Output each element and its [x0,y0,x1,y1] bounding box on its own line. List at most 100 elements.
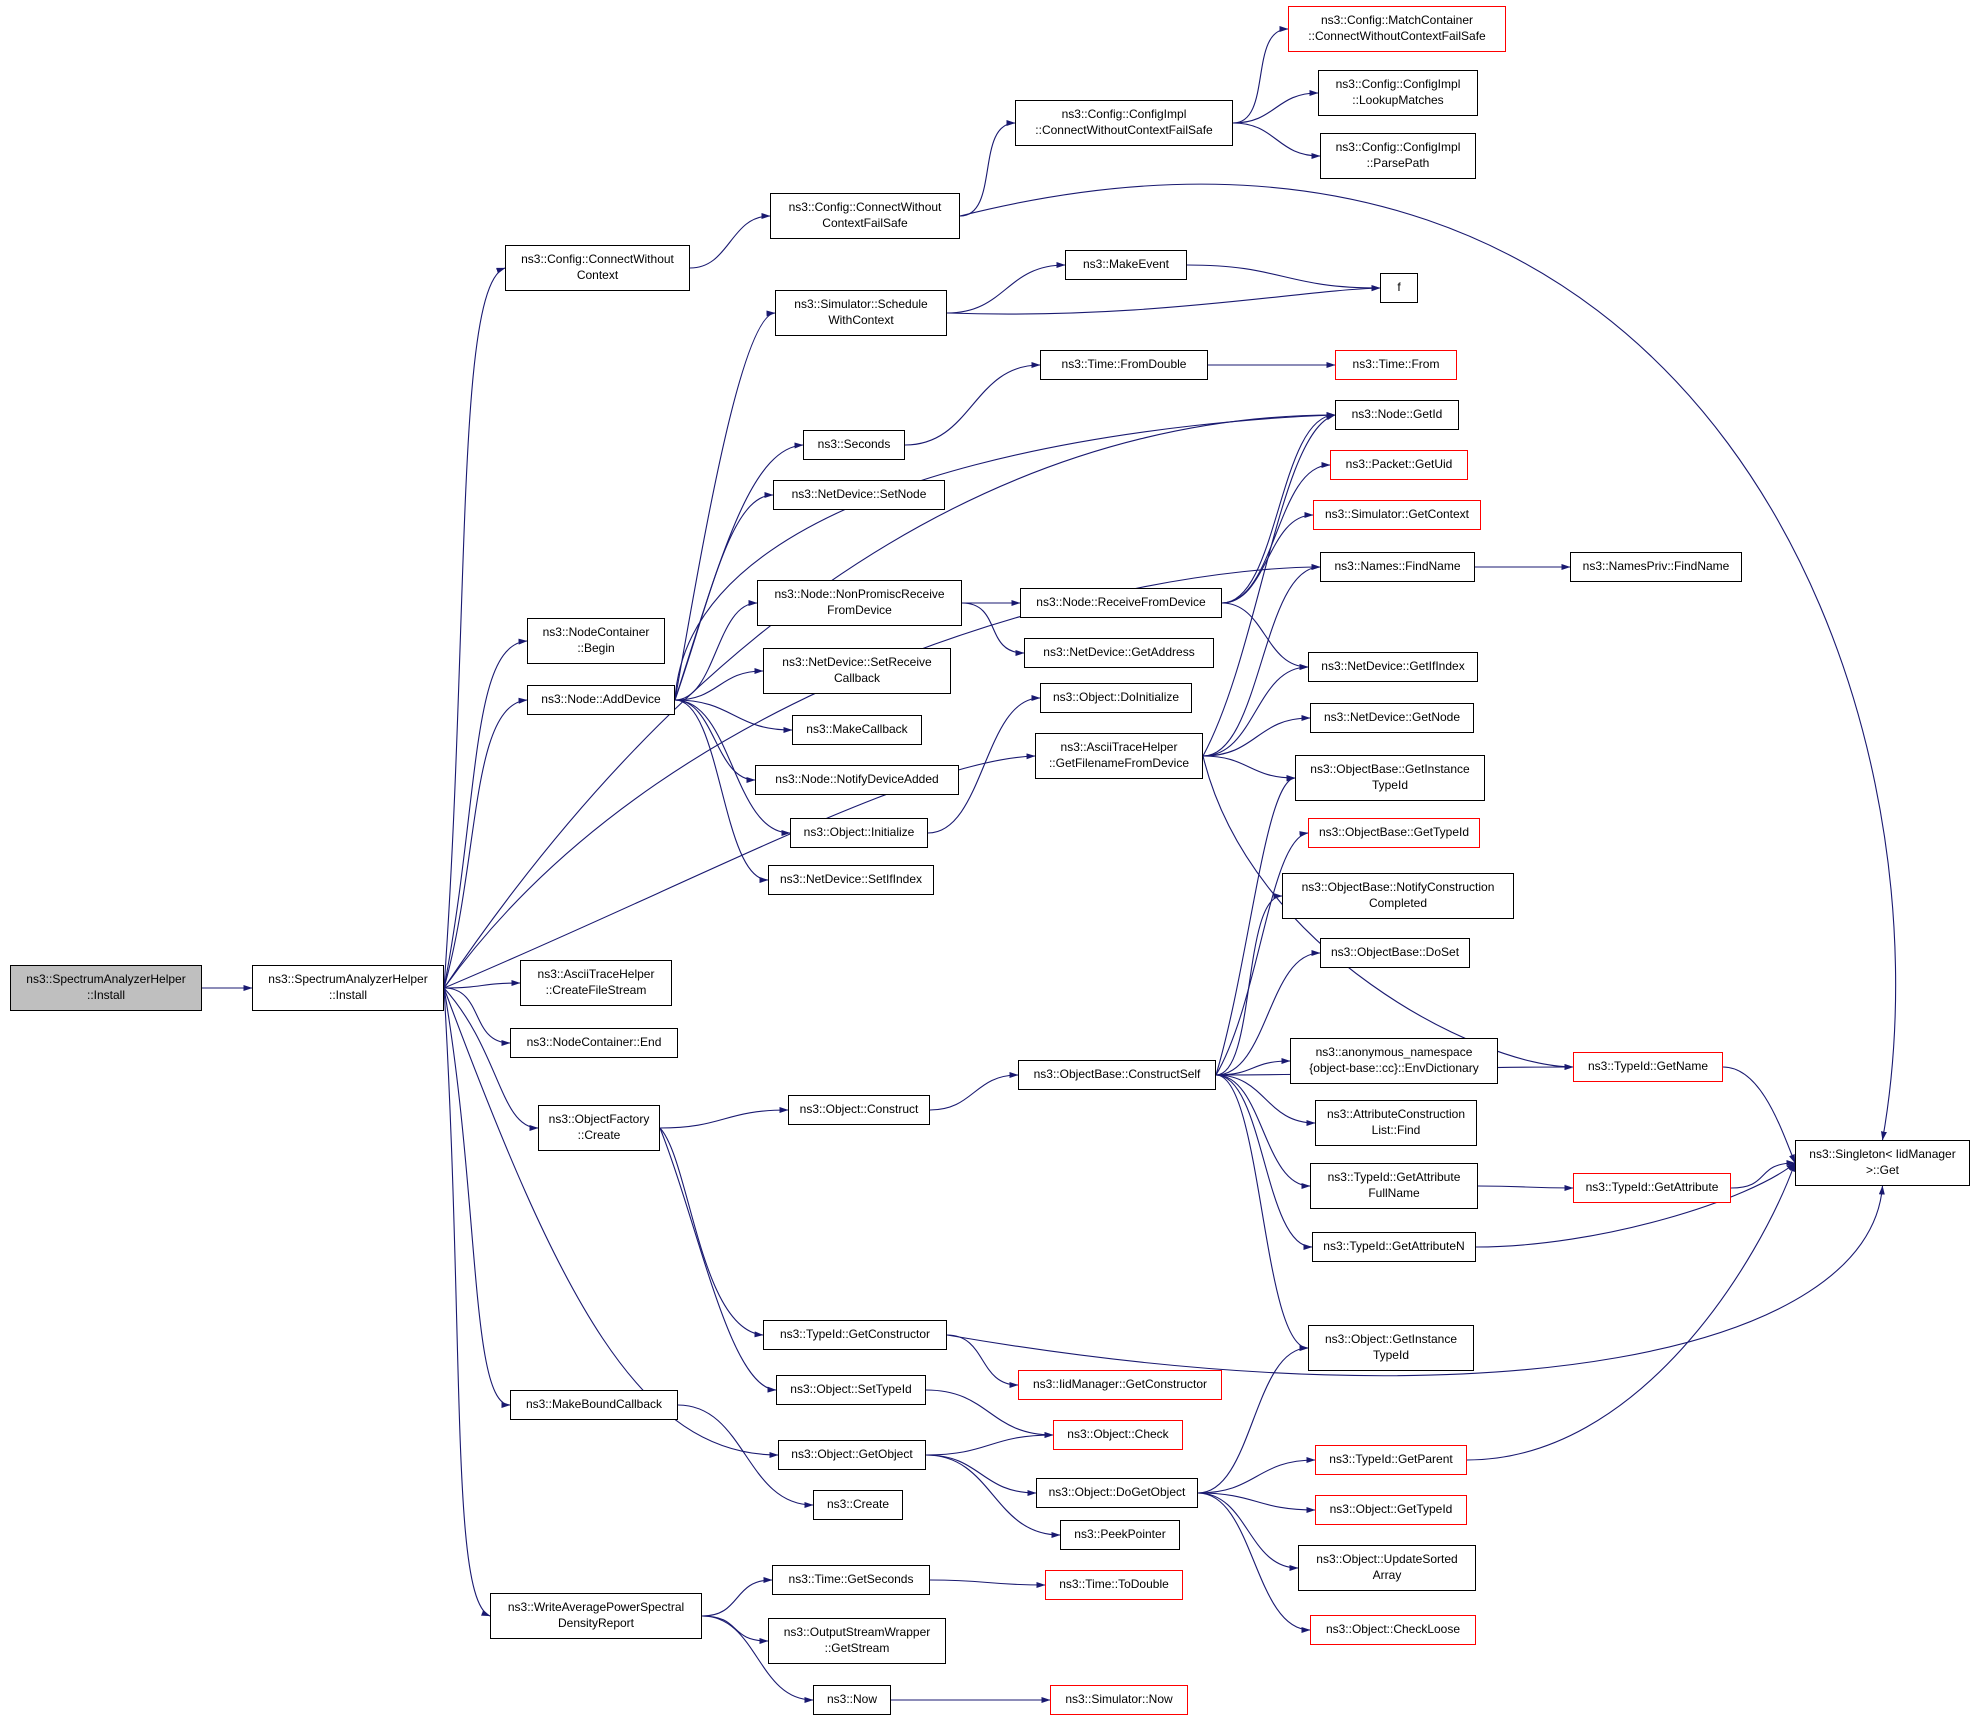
graph-node-ns3-object-dogetobject[interactable]: ns3::Object::DoGetObject [1036,1478,1198,1508]
call-edge-n67-n65 [701,1577,773,1617]
call-edge-n27-n33 [674,699,756,783]
graph-node-ns3-netdevice-getifindex[interactable]: ns3::NetDevice::GetIfIndex [1308,652,1478,682]
graph-node-ns3-makeevent[interactable]: ns3::MakeEvent [1065,250,1187,280]
graph-node-ns3-objectbase-constructself[interactable]: ns3::ObjectBase::ConstructSelf [1018,1060,1216,1090]
call-edge-n46-n44 [659,1107,789,1129]
call-edge-n10-n11 [1186,264,1381,291]
graph-node-ns3-simulator-schedule-withcontext[interactable]: ns3::Simulator::Schedule WithContext [775,290,947,336]
graph-node-ns3-node-nonpromiscreceive-fromdevice[interactable]: ns3::Node::NonPromiscReceive FromDevice [757,580,962,626]
graph-node-ns3-simulator-now[interactable]: ns3::Simulator::Now [1050,1685,1188,1715]
graph-node-ns3-time-getseconds[interactable]: ns3::Time::GetSeconds [772,1565,930,1595]
graph-node-ns3-object-gettypeid[interactable]: ns3::Object::GetTypeId [1315,1495,1467,1525]
graph-node-ns3-time-from[interactable]: ns3::Time::From [1335,350,1457,380]
graph-node-ns3-objectbase-gettypeid[interactable]: ns3::ObjectBase::GetTypeId [1308,818,1480,848]
graph-node-ns3-create[interactable]: ns3::Create [813,1490,903,1520]
graph-node-ns3-names-findname[interactable]: ns3::Names::FindName [1320,552,1475,582]
graph-node-ns3-netdevice-setnode[interactable]: ns3::NetDevice::SetNode [773,480,945,510]
call-edge-n44-n42 [929,1072,1019,1111]
graph-node-ns3-singleton-iidmanager-get[interactable]: ns3::Singleton< IidManager >::Get [1795,1140,1970,1186]
graph-node-ns3-objectbase-doset[interactable]: ns3::ObjectBase::DoSet [1320,938,1470,968]
call-edge-n2-n57 [443,987,779,1458]
call-edge-n23-n25 [1221,602,1309,670]
graph-node-ns3-anonymous-namespace-object-base-cc-envdictionary[interactable]: ns3::anonymous_namespace {object-base::c… [1290,1038,1498,1084]
graph-node-ns3-netdevice-setifindex[interactable]: ns3::NetDevice::SetIfIndex [768,865,934,895]
graph-node-f[interactable]: f [1380,273,1418,303]
graph-node-ns3-namespriv-findname[interactable]: ns3::NamesPriv::FindName [1570,552,1742,582]
graph-node-ns3-node-notifydeviceadded[interactable]: ns3::Node::NotifyDeviceAdded [755,765,959,795]
graph-node-ns3-typeid-getattribute-fullname[interactable]: ns3::TypeId::GetAttribute FullName [1310,1163,1478,1209]
call-edge-n2-n21 [443,638,528,989]
call-edge-n59-n64 [1197,1492,1311,1633]
graph-node-ns3-writeaveragepowerspectral-densityreport[interactable]: ns3::WriteAveragePowerSpectral DensityRe… [490,1593,702,1639]
call-edge-n2-n40 [443,987,511,1046]
call-edge-n9-n11 [946,285,1381,315]
call-edge-n31-n32 [1202,755,1296,781]
call-edge-n23-n17 [1221,462,1331,604]
call-edge-n22-n24 [961,602,1025,656]
graph-node-ns3-config-configimpl-lookupmatches[interactable]: ns3::Config::ConfigImpl ::LookupMatches [1318,70,1478,116]
graph-node-ns3-node-getid[interactable]: ns3::Node::GetId [1335,400,1459,430]
graph-node-ns3-attributeconstruction-list-find[interactable]: ns3::AttributeConstruction List::Find [1315,1100,1477,1146]
graph-node-ns3-object-construct[interactable]: ns3::Object::Construct [788,1095,930,1125]
graph-node-ns3-nodecontainer-end[interactable]: ns3::NodeContainer::End [510,1028,678,1058]
graph-node-ns3-typeid-getattributen[interactable]: ns3::TypeId::GetAttributeN [1312,1232,1476,1262]
graph-node-ns3-outputstreamwrapper-getstream[interactable]: ns3::OutputStreamWrapper ::GetStream [768,1618,946,1664]
graph-node-ns3-iidmanager-getconstructor[interactable]: ns3::IidManager::GetConstructor [1018,1370,1222,1400]
call-edge-n5-n6 [1232,26,1289,124]
graph-node-ns3-packet-getuid[interactable]: ns3::Packet::GetUid [1330,450,1468,480]
call-edge-n46-n54 [659,1127,777,1393]
call-edge-n46-n51 [659,1127,764,1338]
call-edge-n59-n58 [1197,1457,1316,1494]
graph-node-ns3-node-adddevice[interactable]: ns3::Node::AddDevice [527,685,675,715]
graph-node-ns3-peekpointer[interactable]: ns3::PeekPointer [1060,1520,1180,1550]
call-edge-n27-n9 [674,310,776,701]
call-edge-n42-n32 [1215,775,1296,1076]
graph-node-ns3-netdevice-getnode[interactable]: ns3::NetDevice::GetNode [1310,703,1474,733]
graph-node-ns3-object-initialize[interactable]: ns3::Object::Initialize [790,818,928,848]
graph-node-ns3-typeid-getname[interactable]: ns3::TypeId::GetName [1573,1052,1723,1082]
graph-node-ns3-spectrumanalyzerhelper-install[interactable]: ns3::SpectrumAnalyzerHelper ::Install [252,965,444,1011]
graph-node-ns3-makeboundcallback[interactable]: ns3::MakeBoundCallback [510,1390,678,1420]
graph-node-ns3-typeid-getattribute[interactable]: ns3::TypeId::GetAttribute [1573,1173,1731,1203]
graph-node-ns3-config-matchcontainer-connectwithoutcontextfailsafe[interactable]: ns3::Config::MatchContainer ::ConnectWit… [1288,6,1506,52]
graph-node-ns3-typeid-getparent[interactable]: ns3::TypeId::GetParent [1315,1445,1467,1475]
graph-node-ns3-typeid-getconstructor[interactable]: ns3::TypeId::GetConstructor [763,1320,947,1350]
call-edge-n2-n67 [443,987,491,1617]
graph-node-ns3-objectfactory-create[interactable]: ns3::ObjectFactory ::Create [538,1105,660,1151]
graph-node-ns3-makecallback[interactable]: ns3::MakeCallback [792,715,922,745]
graph-node-ns3-node-receivefromdevice[interactable]: ns3::Node::ReceiveFromDevice [1020,588,1222,618]
graph-node-ns3-config-connectwithout-context[interactable]: ns3::Config::ConnectWithout Context [505,245,690,291]
graph-node-ns3-netdevice-setreceive-callback[interactable]: ns3::NetDevice::SetReceive Callback [763,648,951,694]
graph-node-ns3-object-updatesorted-array[interactable]: ns3::Object::UpdateSorted Array [1298,1545,1476,1591]
call-edge-n31-n25 [1202,664,1309,757]
graph-node-ns3-object-settypeid[interactable]: ns3::Object::SetTypeId [776,1375,926,1405]
graph-node-ns3-simulator-getcontext[interactable]: ns3::Simulator::GetContext [1313,500,1481,530]
call-edge-n2-n55 [443,987,511,1408]
graph-node-ns3-time-fromdouble[interactable]: ns3::Time::FromDouble [1040,350,1208,380]
graph-node-ns3-object-check[interactable]: ns3::Object::Check [1053,1420,1183,1450]
graph-node-ns3-object-checkloose[interactable]: ns3::Object::CheckLoose [1310,1615,1476,1645]
call-edge-n41-n49 [1722,1066,1796,1164]
call-edge-n58-n49 [1466,1162,1796,1461]
graph-node-ns3-config-configimpl-connectwithoutcontextfailsafe[interactable]: ns3::Config::ConfigImpl ::ConnectWithout… [1015,100,1233,146]
graph-node-ns3-time-todouble[interactable]: ns3::Time::ToDouble [1045,1570,1183,1600]
graph-node-ns3-config-configimpl-parsepath[interactable]: ns3::Config::ConfigImpl ::ParsePath [1320,133,1476,179]
graph-node-ns3-objectbase-getinstance-typeid[interactable]: ns3::ObjectBase::GetInstance TypeId [1295,755,1485,801]
call-edge-n42-n36 [1215,893,1283,1076]
graph-node-ns3-nodecontainer-begin[interactable]: ns3::NodeContainer ::Begin [527,618,665,664]
graph-node-ns3-netdevice-getaddress[interactable]: ns3::NetDevice::GetAddress [1024,638,1214,668]
graph-node-ns3-object-getobject[interactable]: ns3::Object::GetObject [778,1440,926,1470]
call-edge-n2-n39 [443,980,521,989]
graph-node-ns3-seconds[interactable]: ns3::Seconds [803,430,905,460]
call-edge-n59-n60 [1197,1492,1316,1513]
graph-node-ns3-asciitracehelper-createfilestream[interactable]: ns3::AsciiTraceHelper ::CreateFileStream [520,960,672,1006]
graph-node-ns3-object-getinstance-typeid[interactable]: ns3::Object::GetInstance TypeId [1308,1325,1474,1371]
graph-node-ns3-now[interactable]: ns3::Now [813,1685,891,1715]
graph-node-ns3-config-connectwithout-contextfailsafe[interactable]: ns3::Config::ConnectWithout ContextFailS… [770,193,960,239]
graph-node-ns3-object-doinitialize[interactable]: ns3::Object::DoInitialize [1040,683,1192,713]
graph-node-ns3-objectbase-notifyconstruction-completed[interactable]: ns3::ObjectBase::NotifyConstruction Comp… [1282,873,1514,919]
graph-node-ns3-spectrumanalyzerhelper-install[interactable]: ns3::SpectrumAnalyzerHelper ::Install [10,965,202,1011]
graph-node-ns3-asciitracehelper-getfilenamefromdevice[interactable]: ns3::AsciiTraceHelper ::GetFilenameFromD… [1035,733,1203,779]
